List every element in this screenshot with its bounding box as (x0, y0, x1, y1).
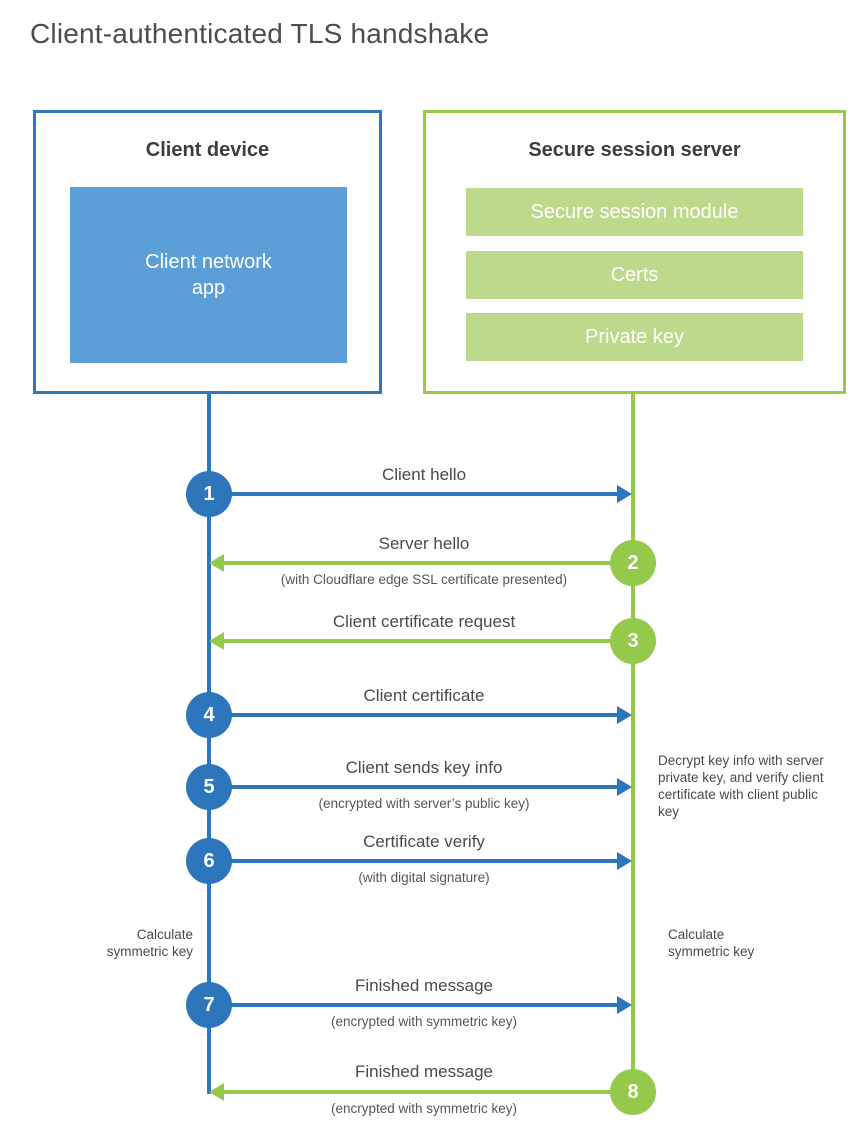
step-6-sublabel: (with digital signature) (358, 870, 490, 885)
step-5-sublabel: (encrypted with server’s public key) (318, 796, 530, 811)
step-5-number: 5 (203, 775, 215, 798)
step-8-number: 8 (627, 1080, 639, 1103)
client-calculate-note: Calculate symmetric key (106, 927, 193, 959)
step-2-sublabel: (with Cloudflare edge SSL certificate pr… (280, 572, 568, 587)
client-network-app-box: Client network app (70, 187, 347, 363)
step-5-label: Client sends key info (345, 758, 503, 777)
client-device-box: Client device Client network app (33, 110, 382, 394)
step-2-arrow (209, 554, 610, 572)
step-6-number: 6 (203, 849, 215, 872)
client-network-app-label: Client network app (145, 251, 272, 299)
step-7-marker: 7 (186, 982, 232, 1028)
arrow-left-icon (209, 632, 224, 650)
step-6-marker: 6 (186, 838, 232, 884)
step-4-marker: 4 (186, 692, 232, 738)
step-8-marker: 8 (610, 1069, 656, 1115)
step-8-arrow (209, 1083, 610, 1101)
arrow-right-icon (617, 778, 632, 796)
step-4-arrow (231, 706, 632, 724)
step-6-arrow (231, 852, 632, 870)
step-8-label: Finished message (355, 1062, 493, 1081)
step-1-label: Client hello (381, 465, 467, 484)
step-1-number: 1 (203, 482, 215, 505)
step-8-sublabel: (encrypted with symmetric key) (330, 1101, 518, 1116)
step-5-arrow (231, 778, 632, 796)
step-4-number: 4 (203, 703, 215, 726)
secure-session-server-title: Secure session server (528, 139, 741, 161)
client-lifeline (207, 392, 211, 1094)
server-decrypt-note: Decrypt key info with server private key… (658, 753, 824, 819)
step-3-marker: 3 (610, 618, 656, 664)
secure-session-server-box: Secure session server Secure session mod… (423, 110, 846, 394)
private-key-bar: Private key (466, 313, 803, 361)
client-device-title: Client device (145, 139, 270, 161)
arrow-right-icon (617, 852, 632, 870)
step-6-label: Certificate verify (363, 832, 485, 851)
secure-session-module-bar: Secure session module (466, 188, 803, 236)
step-7-label: Finished message (355, 976, 493, 995)
arrow-left-icon (209, 1083, 224, 1101)
step-1-arrow (231, 485, 632, 503)
arrow-right-icon (617, 996, 632, 1014)
step-3-arrow (209, 632, 610, 650)
server-calculate-note: Calculate symmetric key (668, 927, 755, 959)
step-4-label: Client certificate (363, 686, 485, 705)
step-7-sublabel: (encrypted with symmetric key) (330, 1014, 518, 1029)
step-2-number: 2 (627, 551, 639, 574)
arrow-right-icon (617, 706, 632, 724)
certs-bar: Certs (466, 251, 803, 299)
step-3-number: 3 (627, 629, 639, 652)
step-7-number: 7 (203, 993, 215, 1016)
step-2-label: Server hello (378, 534, 470, 553)
step-7-arrow (231, 996, 632, 1014)
page-title: Client-authenticated TLS handshake (30, 18, 490, 49)
server-lifeline (631, 392, 635, 1093)
step-5-marker: 5 (186, 764, 232, 810)
arrow-left-icon (209, 554, 224, 572)
step-3-label: Client certificate request (332, 612, 516, 631)
step-2-marker: 2 (610, 540, 656, 586)
arrow-right-icon (617, 485, 632, 503)
step-1-marker: 1 (186, 471, 232, 517)
